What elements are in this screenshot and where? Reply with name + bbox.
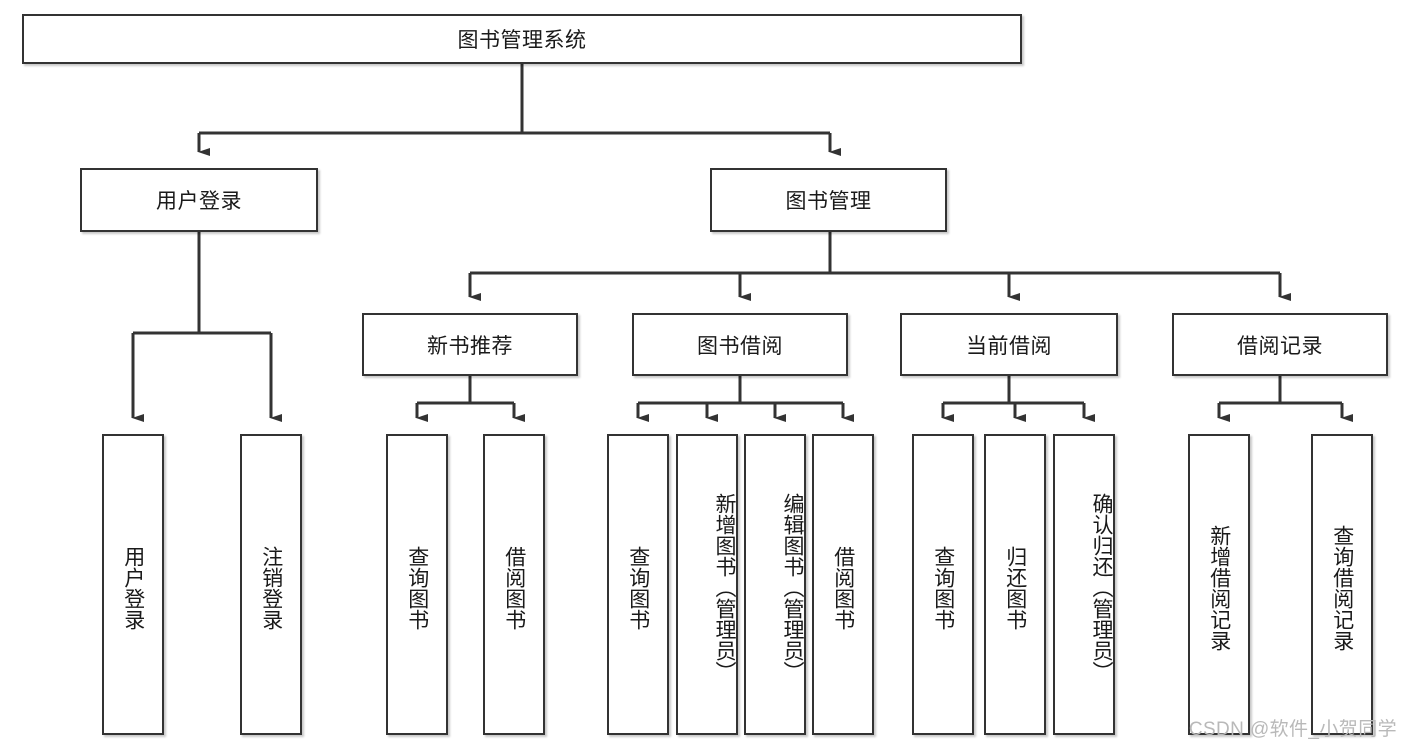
leaf-borrow-borrow-book[interactable]: 借阅图书: [812, 434, 874, 735]
node-current-borrow[interactable]: 当前借阅: [900, 313, 1118, 376]
node-label: 确认归还（管理员）: [1090, 493, 1113, 682]
leaf-current-return-book[interactable]: 归还图书: [984, 434, 1046, 735]
node-label: 用户登录: [121, 545, 145, 630]
node-book-borrow[interactable]: 图书借阅: [632, 313, 848, 376]
node-borrow-record[interactable]: 借阅记录: [1172, 313, 1388, 376]
node-label: 用户登录: [156, 190, 242, 213]
node-book-management[interactable]: 图书管理: [710, 168, 947, 232]
node-label: 图书管理系统: [457, 29, 587, 52]
watermark-text: CSDN @软件_小贺同学: [1188, 719, 1397, 740]
node-label: 查询图书: [931, 545, 955, 630]
node-label: 查询图书: [626, 545, 650, 630]
leaf-newbook-borrow-book[interactable]: 借阅图书: [483, 434, 545, 735]
leaf-newbook-query-book[interactable]: 查询图书: [386, 434, 448, 735]
leaf-current-confirm-return-admin[interactable]: 确认归还（管理员）: [1053, 434, 1115, 735]
leaf-borrow-edit-book-admin[interactable]: 编辑图书（管理员）: [744, 434, 806, 735]
node-label: 归还图书: [1003, 545, 1027, 630]
node-label: 查询借阅记录: [1330, 524, 1354, 651]
node-label: 编辑图书（管理员）: [781, 493, 804, 682]
node-label: 借阅图书: [502, 545, 526, 630]
leaf-record-add-record[interactable]: 新增借阅记录: [1188, 434, 1250, 735]
node-new-book-recommend[interactable]: 新书推荐: [362, 313, 578, 376]
node-label: 注销登录: [259, 545, 283, 630]
leaf-user-logout[interactable]: 注销登录: [240, 434, 302, 735]
node-label: 新增借阅记录: [1207, 524, 1231, 651]
node-label: 当前借阅: [966, 334, 1052, 358]
leaf-borrow-add-book-admin[interactable]: 新增图书（管理员）: [676, 434, 738, 735]
node-label: 借阅图书: [831, 545, 855, 630]
node-label: 查询图书: [405, 545, 429, 630]
leaf-record-query-record[interactable]: 查询借阅记录: [1311, 434, 1373, 735]
node-user-login[interactable]: 用户登录: [80, 168, 318, 232]
node-label: 借阅记录: [1237, 334, 1323, 358]
leaf-borrow-query-book[interactable]: 查询图书: [607, 434, 669, 735]
leaf-current-query-book[interactable]: 查询图书: [912, 434, 974, 735]
leaf-user-login[interactable]: 用户登录: [102, 434, 164, 735]
node-label: 图书管理: [785, 190, 872, 213]
node-label: 新书推荐: [427, 334, 513, 358]
node-label: 新增图书（管理员）: [713, 493, 736, 682]
node-label: 图书借阅: [697, 334, 783, 358]
node-root-system[interactable]: 图书管理系统: [22, 14, 1022, 64]
